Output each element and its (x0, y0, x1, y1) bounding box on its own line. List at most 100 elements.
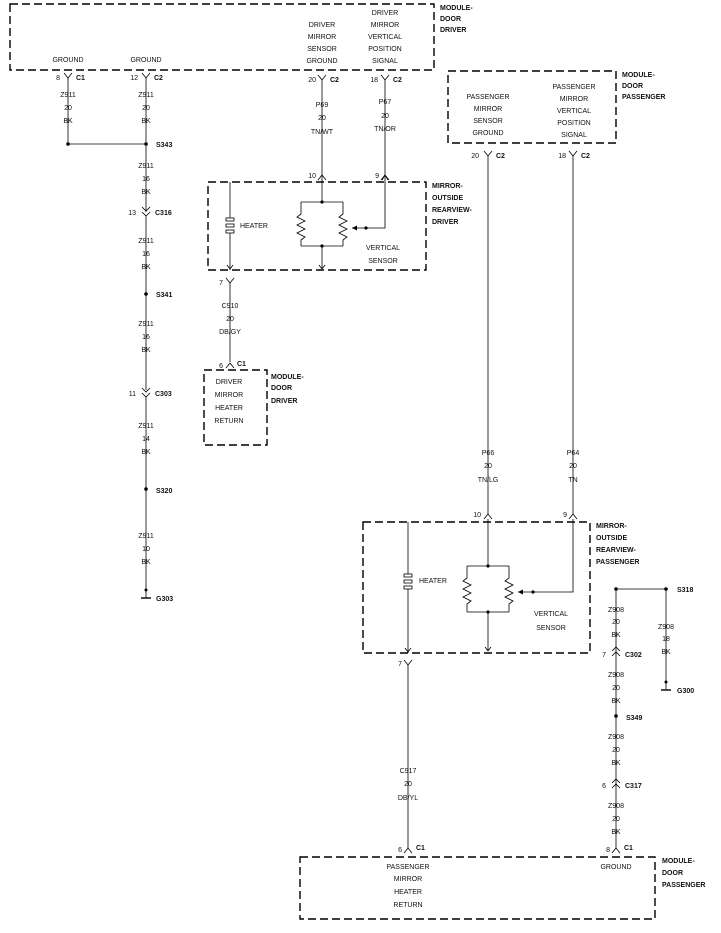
svg-text:10: 10 (473, 512, 481, 519)
svg-text:BK: BK (141, 118, 151, 125)
svg-text:10: 10 (142, 546, 150, 553)
svg-text:7: 7 (219, 280, 223, 287)
svg-text:Z911: Z911 (138, 423, 154, 430)
svg-text:PASSENGER: PASSENGER (552, 84, 595, 91)
module-door-passenger-bottom-title: MODULE- DOOR PASSENGER (662, 858, 705, 889)
svg-text:POSITION: POSITION (368, 46, 401, 53)
svg-text:DOOR: DOOR (622, 83, 643, 90)
svg-text:Z911: Z911 (60, 92, 76, 99)
svg-text:MIRROR: MIRROR (215, 392, 243, 399)
wire-label-z908-a: Z908 20 BK (608, 607, 624, 639)
svg-text:20: 20 (484, 463, 492, 470)
ground-g303: G303 (156, 596, 173, 603)
module-door-passenger-bottom-box (299, 856, 656, 920)
svg-text:SENSOR: SENSOR (536, 625, 566, 632)
svg-text:C1: C1 (416, 845, 425, 852)
svg-text:REARVIEW-: REARVIEW- (432, 207, 472, 214)
svg-text:BK: BK (611, 698, 621, 705)
svg-text:DRIVER: DRIVER (271, 398, 297, 405)
svg-text:GROUND: GROUND (306, 58, 337, 65)
svg-text:VERTICAL: VERTICAL (368, 34, 402, 41)
pin-label-ground-c2: GROUND (130, 57, 161, 64)
svg-text:C2: C2 (154, 75, 163, 82)
svg-text:DRIVER: DRIVER (216, 379, 242, 386)
svg-text:MODULE-: MODULE- (662, 858, 695, 865)
svg-text:C2: C2 (581, 153, 590, 160)
svg-text:20: 20 (404, 781, 412, 788)
svg-text:PASSENGER: PASSENGER (596, 559, 639, 566)
mirror-passenger-box (362, 521, 591, 654)
pin-label-drv-sensor-ground: DRIVER MIRROR SENSOR GROUND (306, 22, 337, 65)
svg-text:VERTICAL: VERTICAL (534, 611, 568, 618)
svg-text:MODULE-: MODULE- (622, 72, 655, 79)
svg-text:16: 16 (142, 334, 150, 341)
svg-text:GROUND: GROUND (472, 130, 503, 137)
svg-text:Z908: Z908 (658, 624, 674, 631)
wire-label-z911-16b: Z911 16 BK (138, 238, 154, 271)
svg-text:DRIVER: DRIVER (372, 10, 398, 17)
module-door-driver-top-box (9, 3, 435, 71)
module-door-driver-bottom-title: MODULE- DOOR DRIVER (271, 374, 304, 405)
svg-text:PASSENGER: PASSENGER (466, 94, 509, 101)
svg-text:OUTSIDE: OUTSIDE (432, 195, 463, 202)
svg-text:12: 12 (130, 75, 138, 82)
splice-dot-s349 (614, 714, 618, 718)
wire-label-z911-c2: Z911 20 BK (138, 92, 154, 125)
svg-text:Z911: Z911 (138, 238, 154, 245)
connector-c303: 11 C303 (129, 387, 172, 398)
wire-label-c910: C910 20 DB/GY (219, 303, 241, 336)
connector-c1-pin8: 8 C1 (56, 72, 85, 82)
svg-text:11: 11 (129, 391, 136, 398)
svg-text:6: 6 (398, 847, 402, 854)
wire-label-p64: P64 20 TN (567, 450, 580, 484)
svg-text:VERTICAL: VERTICAL (366, 245, 400, 252)
svg-text:SENSOR: SENSOR (368, 258, 398, 265)
pin-label-drv-heater-return: DRIVER MIRROR HEATER RETURN (214, 379, 243, 425)
svg-text:PASSENGER: PASSENGER (662, 882, 705, 889)
driver-vertical-sensor (296, 174, 389, 270)
svg-text:MIRROR: MIRROR (560, 96, 588, 103)
mirror-passenger-pin9: 9 (563, 512, 578, 520)
svg-text:Z911: Z911 (138, 92, 154, 99)
splice-s318: S318 (677, 587, 693, 594)
mirror-passenger-pin10: 10 (473, 512, 493, 520)
svg-text:18: 18 (370, 77, 378, 84)
wire-label-p66: P66 20 TN/LG (478, 450, 499, 484)
svg-text:GROUND: GROUND (130, 57, 161, 64)
svg-text:Z908: Z908 (608, 607, 624, 614)
svg-text:Z911: Z911 (138, 163, 154, 170)
svg-text:20: 20 (308, 77, 316, 84)
svg-text:TN/LG: TN/LG (478, 477, 499, 484)
wire-label-p67: P67 20 TN/OR (374, 99, 396, 133)
svg-text:20: 20 (381, 113, 389, 120)
svg-text:VERTICAL: VERTICAL (557, 108, 591, 115)
svg-text:OUTSIDE: OUTSIDE (596, 535, 627, 542)
connector-pass-c1-pin6: 6 C1 (398, 845, 425, 854)
svg-text:8: 8 (606, 847, 610, 854)
svg-text:SIGNAL: SIGNAL (372, 58, 398, 65)
svg-text:18: 18 (662, 636, 670, 643)
svg-text:P66: P66 (482, 450, 495, 457)
svg-text:BK: BK (611, 760, 621, 767)
svg-text:P64: P64 (567, 450, 580, 457)
connector-pass-c1-pin8: 8 C1 (606, 845, 633, 854)
wire-label-z908-b: Z908 20 BK (608, 672, 624, 705)
svg-text:BK: BK (141, 559, 151, 566)
splice-s349: S349 (626, 715, 642, 722)
svg-text:MIRROR-: MIRROR- (432, 183, 463, 190)
svg-text:C1: C1 (237, 361, 246, 368)
svg-text:C2: C2 (496, 153, 505, 160)
connector-c2-pin12: 12 C2 (130, 72, 163, 82)
connector-c2-pin20: 20 C2 (308, 74, 339, 84)
wire-label-p69: P69 20 TN/WT (311, 102, 334, 136)
mirror-driver-box (207, 181, 427, 271)
passenger-heater-label: HEATER (419, 578, 447, 585)
svg-text:20: 20 (612, 685, 620, 692)
svg-text:DOOR: DOOR (440, 16, 461, 23)
svg-text:MIRROR-: MIRROR- (596, 523, 627, 530)
svg-text:C317: C317 (625, 783, 642, 790)
svg-text:DRIVER: DRIVER (440, 27, 466, 34)
svg-text:DRIVER: DRIVER (432, 219, 458, 226)
mirror-passenger-pin7: 7 (398, 659, 413, 668)
svg-text:RETURN: RETURN (214, 418, 243, 425)
